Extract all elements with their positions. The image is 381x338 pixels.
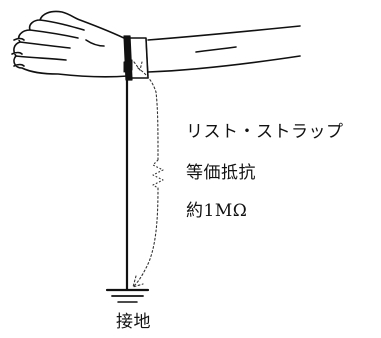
arm-icon [147,25,301,73]
ground-symbol-icon [105,288,150,303]
wrist-strap-label: リスト・ストラップ [186,122,344,142]
resistance-value-label: 約1MΩ [186,201,248,221]
hand-icon [11,10,129,78]
equivalent-resistance-label: 等価抵抗 [186,163,256,183]
wrist-strap-icon [123,35,149,81]
resistor-icon [152,159,164,189]
ground-label: 接地 [116,312,151,332]
equivalent-resistance-path [132,61,159,288]
